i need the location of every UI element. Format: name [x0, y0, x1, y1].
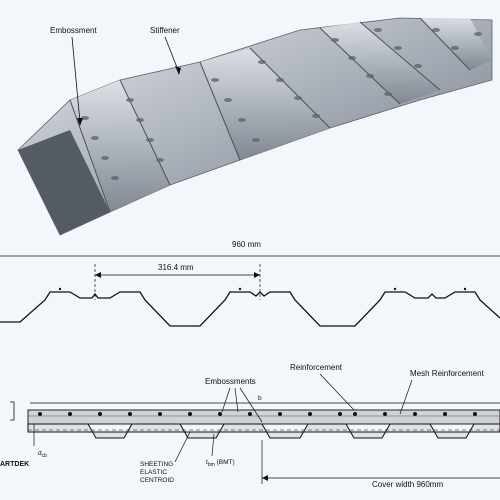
decking-sheet-photo: Embossment Stiffener [17, 17, 493, 236]
profile-drawing: 960 mm 316.4 mm [0, 240, 500, 327]
mesh-reinforcement-label: Mesh Reinforcement [410, 369, 485, 378]
cover-width-arrow [262, 475, 268, 481]
sheeting-label-line1: SHEETING [140, 461, 173, 468]
reinforcement-bars [38, 412, 477, 416]
sheeting-label-line2: ELASTIC [140, 469, 167, 476]
embossment-callout-label: Embossment [50, 26, 97, 35]
pitch-arrow-right [254, 272, 260, 278]
embossments-leader-2 [234, 387, 239, 413]
tbm-label: tbm (BMT) [206, 459, 235, 468]
embossment-arrowhead [77, 118, 83, 126]
sheet-rib-3 [320, 22, 440, 104]
dcb-label: dcb [38, 450, 47, 459]
profile-embossment-dots [58, 287, 467, 291]
reinforcement-leader [319, 373, 355, 411]
sheet-rib-2 [200, 48, 330, 160]
sheet-embossment-dots [81, 28, 482, 180]
profile-outline [0, 291, 500, 327]
rib-pitch-label: 316.4 mm [158, 263, 194, 272]
embossments-leader-1 [221, 387, 231, 413]
composite-section: b Embossments Reinforcement Mesh Reinfor… [0, 363, 500, 489]
embossments-leader-3 [239, 387, 263, 423]
overall-width-label: 960 mm [232, 240, 261, 249]
pitch-arrow-left [95, 272, 101, 278]
embossment-leader [71, 36, 81, 123]
embossments-label: Embossments [205, 377, 256, 386]
sheet-end-face [18, 130, 110, 235]
cover-width-label: Cover width 960mm [372, 480, 443, 489]
mesh-reinforcement-leader [399, 379, 413, 415]
dimension-b-label: b [258, 395, 262, 402]
sheet-rib-1 [70, 80, 170, 212]
stiffener-callout-label: Stiffener [150, 26, 180, 35]
section-deck-profile [27, 423, 500, 439]
reinforcement-label: Reinforcement [290, 363, 343, 372]
depth-bracket [10, 401, 15, 421]
tbm-leader [211, 433, 215, 457]
sheet-rib-edges [69, 17, 471, 213]
sheeting-label-line3: CENTROID [140, 477, 174, 484]
brand-fragment: ARTDEK [0, 461, 29, 468]
stiffener-arrowhead [175, 66, 181, 75]
concrete-slab [27, 409, 500, 425]
centroid-leader [174, 431, 191, 463]
stiffener-leader [164, 36, 179, 71]
